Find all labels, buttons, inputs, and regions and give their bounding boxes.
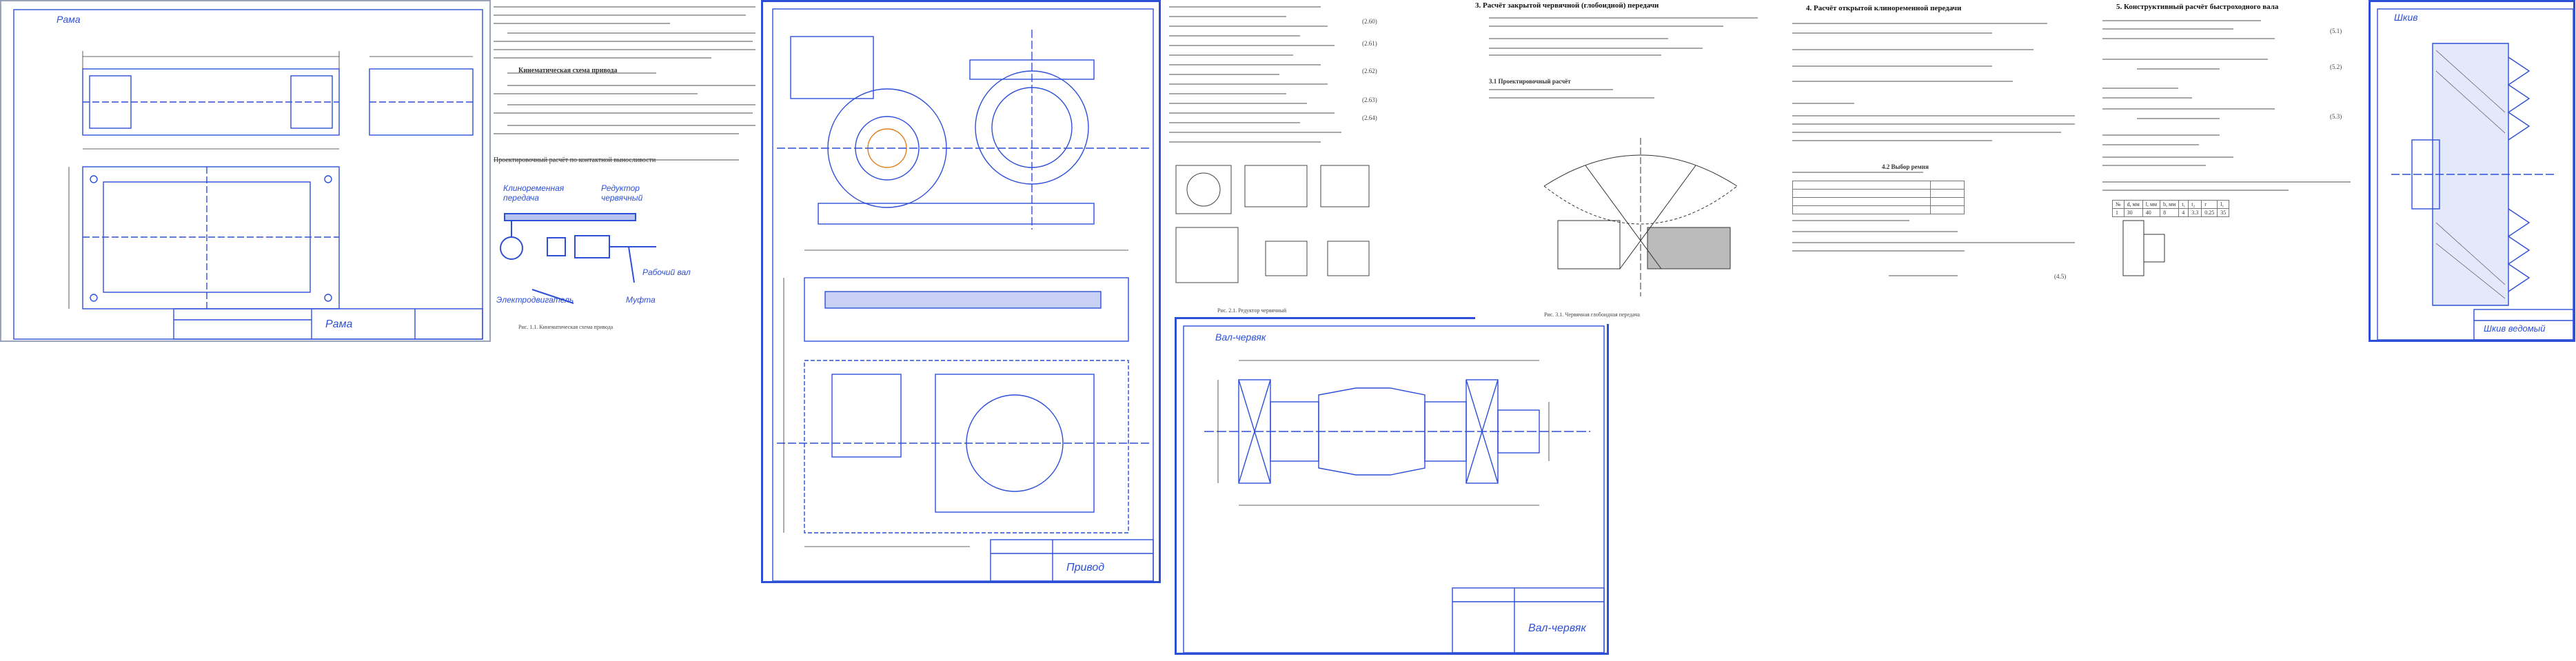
table-header: r (2201, 200, 2218, 209)
table-header: b, мм (2160, 200, 2180, 209)
sheet-tab-label: Шкив (2394, 12, 2418, 23)
figure-caption: Рис. 3.1. Червячная глобоидная передача (1544, 312, 1640, 318)
belt-lines (1792, 23, 2075, 276)
label-motor: Электродвигатель (496, 295, 574, 305)
paragraph-calc: Проектировочный расчёт по контактной вын… (494, 156, 656, 164)
key-params-table: № d, мм l, мм b, мм t₁ t₂ r l₁ 1 30 40 8… (2112, 200, 2230, 217)
eq-number: (5.2) (2330, 63, 2342, 70)
text-page-shaft-design[interactable]: 5. Конструктивный расчёт быстроходного в… (2096, 0, 2357, 324)
eq-number: (2.63) (1362, 96, 1377, 103)
figure-caption: Рис. 1.1. Кинематическая схема привода (518, 324, 613, 330)
eq-number: (5.3) (2330, 113, 2342, 120)
frame-drawing (13, 9, 483, 340)
assembly-drawing (772, 8, 1154, 582)
section-heading: 3. Расчёт закрытой червячной (глобоидной… (1475, 1, 1659, 10)
shaft-design-lines (2102, 20, 2351, 276)
worm-gear-lines (1489, 17, 1758, 296)
text-page-kinematics[interactable]: Кинематическая схема привода Проектирово… (491, 0, 760, 342)
label-work-shaft: Рабочий вал (642, 267, 691, 277)
section-heading: 4. Расчёт открытой клиноременной передач… (1806, 4, 1962, 12)
pulley-drawing (2377, 8, 2574, 340)
eq-number: (2.60) (1362, 18, 1377, 25)
sheet-tab-label: Вал-червяк (1215, 332, 1266, 343)
stamp-title: Рама (325, 318, 353, 330)
label-reducer: Редуктор червячный (601, 183, 643, 203)
stamp-title: Шкив ведомый (2484, 323, 2546, 334)
sheet-tab-label: Рама (57, 14, 81, 25)
section-heading-scheme: Кинематическая схема привода (518, 67, 618, 74)
stamp-title: Привод (1066, 562, 1105, 573)
eq-number: (2.61) (1362, 40, 1377, 47)
formula-lines (1169, 6, 1370, 283)
text-lines (494, 6, 755, 304)
eq-number: (4.5) (2054, 273, 2067, 280)
table-header: l, мм (2142, 200, 2161, 209)
section-heading: 5. Конструктивный расчёт быстроходного в… (2116, 3, 2279, 11)
figure-caption: Рис. 2.1. Редуктор червячный (1217, 307, 1287, 314)
eq-number: (2.62) (1362, 68, 1377, 74)
drawing-sheet-pulley[interactable]: Шкив Шкив ведомый (2369, 0, 2575, 342)
table-cell: 3.3 (2188, 208, 2202, 217)
table-cell: 0.25 (2201, 208, 2218, 217)
text-page-belt[interactable]: 4. Расчёт открытой клиноременной передач… (1785, 0, 2082, 324)
table-cell: 8 (2160, 208, 2180, 217)
table-header: t₂ (2188, 200, 2202, 209)
eq-number: (2.64) (1362, 114, 1377, 121)
stamp-title: Вал-червяк (1528, 622, 1586, 634)
table-header: d, мм (2123, 200, 2143, 209)
drawing-sheet-frame[interactable]: Рама Рама (0, 0, 491, 342)
worm-shaft-drawing (1183, 325, 1605, 653)
drawing-sheet-assembly[interactable]: Привод (761, 0, 1161, 583)
table-header: t₁ (2178, 200, 2189, 209)
eq-number: (5.1) (2330, 28, 2342, 34)
table-cell: 4 (2178, 208, 2189, 217)
subheading: 3.1 Проектировочный расчёт (1489, 78, 1571, 85)
text-page-worm-gear[interactable]: 3. Расчёт закрытой червячной (глобоидной… (1475, 0, 1765, 324)
table-cell: 40 (2142, 208, 2161, 217)
table-header: № (2112, 200, 2124, 209)
text-page-formulas[interactable]: (2.60) (2.61) (2.62) (2.63) (2.64) Рис. … (1162, 0, 1397, 324)
table-cell: 30 (2123, 208, 2143, 217)
table-header: l₁ (2217, 200, 2230, 209)
belt-params-table (1792, 181, 1965, 214)
subheading: 4.2 Выбор ремня (1882, 163, 1929, 170)
label-clutch: Муфта (626, 295, 656, 305)
table-row: 1 30 40 8 4 3.3 0.25 35 (2112, 208, 2230, 217)
table-cell: 35 (2217, 208, 2230, 217)
table-cell: 1 (2112, 208, 2124, 217)
drawing-sheet-worm-shaft[interactable]: Вал-червяк Вал-червяк (1175, 317, 1609, 655)
label-belt-drive: Клиноременная передача (503, 183, 565, 203)
